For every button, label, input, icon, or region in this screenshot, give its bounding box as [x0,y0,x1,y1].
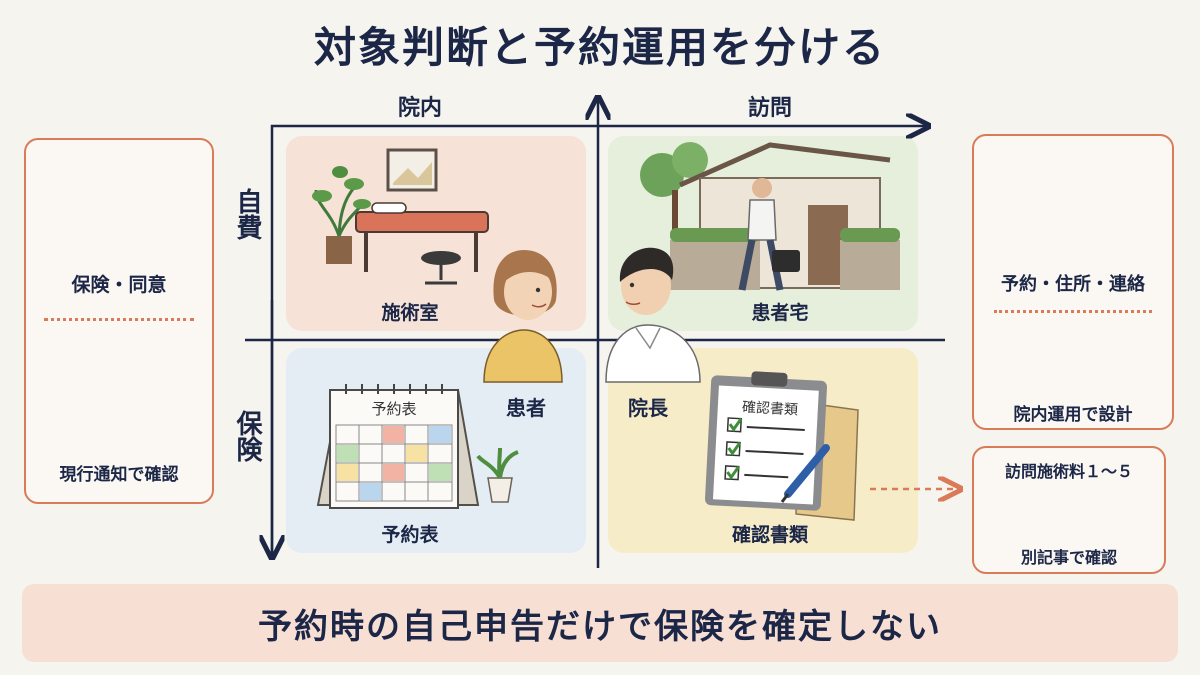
director-label: 院長 [628,396,668,420]
right-panel-bottom [972,446,1166,574]
calendar-illustration [316,384,519,509]
right-panel-top [972,134,1174,430]
director-figure [605,247,701,383]
visit-fee-label: 訪問施術料１～５ [1004,462,1133,481]
row-label-self-pay: 自費 [232,188,262,240]
documents-illustration [704,371,859,521]
calendar-title: 予約表 [371,400,417,418]
caption-documents: 確認書類 [731,524,808,546]
right-panel-bottom-label: 院内運用で設計 [1013,405,1133,425]
patient-label: 患者 [506,396,546,420]
row-label-insurance: 保険 [232,410,262,462]
column-label-home-visit: 訪問 [747,96,792,121]
bottom-banner: 予約時の自己申告だけで保険を確定しない [22,584,1178,662]
banner-text: 予約時の自己申告だけで保険を確定しない [258,606,942,647]
caption-schedule: 予約表 [381,524,439,546]
caption-patient-home: 患者宅 [751,302,809,324]
column-label-in-clinic: 院内 [397,96,442,121]
right-panel-divider [994,310,1152,313]
right-panel-top-label: 予約・住所・連絡 [1001,274,1145,295]
left-panel [24,138,214,504]
page-title: 対象判断と予約運用を分ける [313,23,886,72]
patient-figure [483,250,563,383]
separate-article-label: 別記事で確認 [1020,548,1117,567]
caption-treatment-room: 施術室 [381,302,439,324]
left-panel-bottom-label: 現行通知で確認 [59,465,179,485]
left-panel-top-label: 保険・同意 [71,274,167,296]
patient-home-illustration [640,142,900,291]
left-panel-divider [44,318,194,321]
treatment-room-illustration [312,148,489,285]
